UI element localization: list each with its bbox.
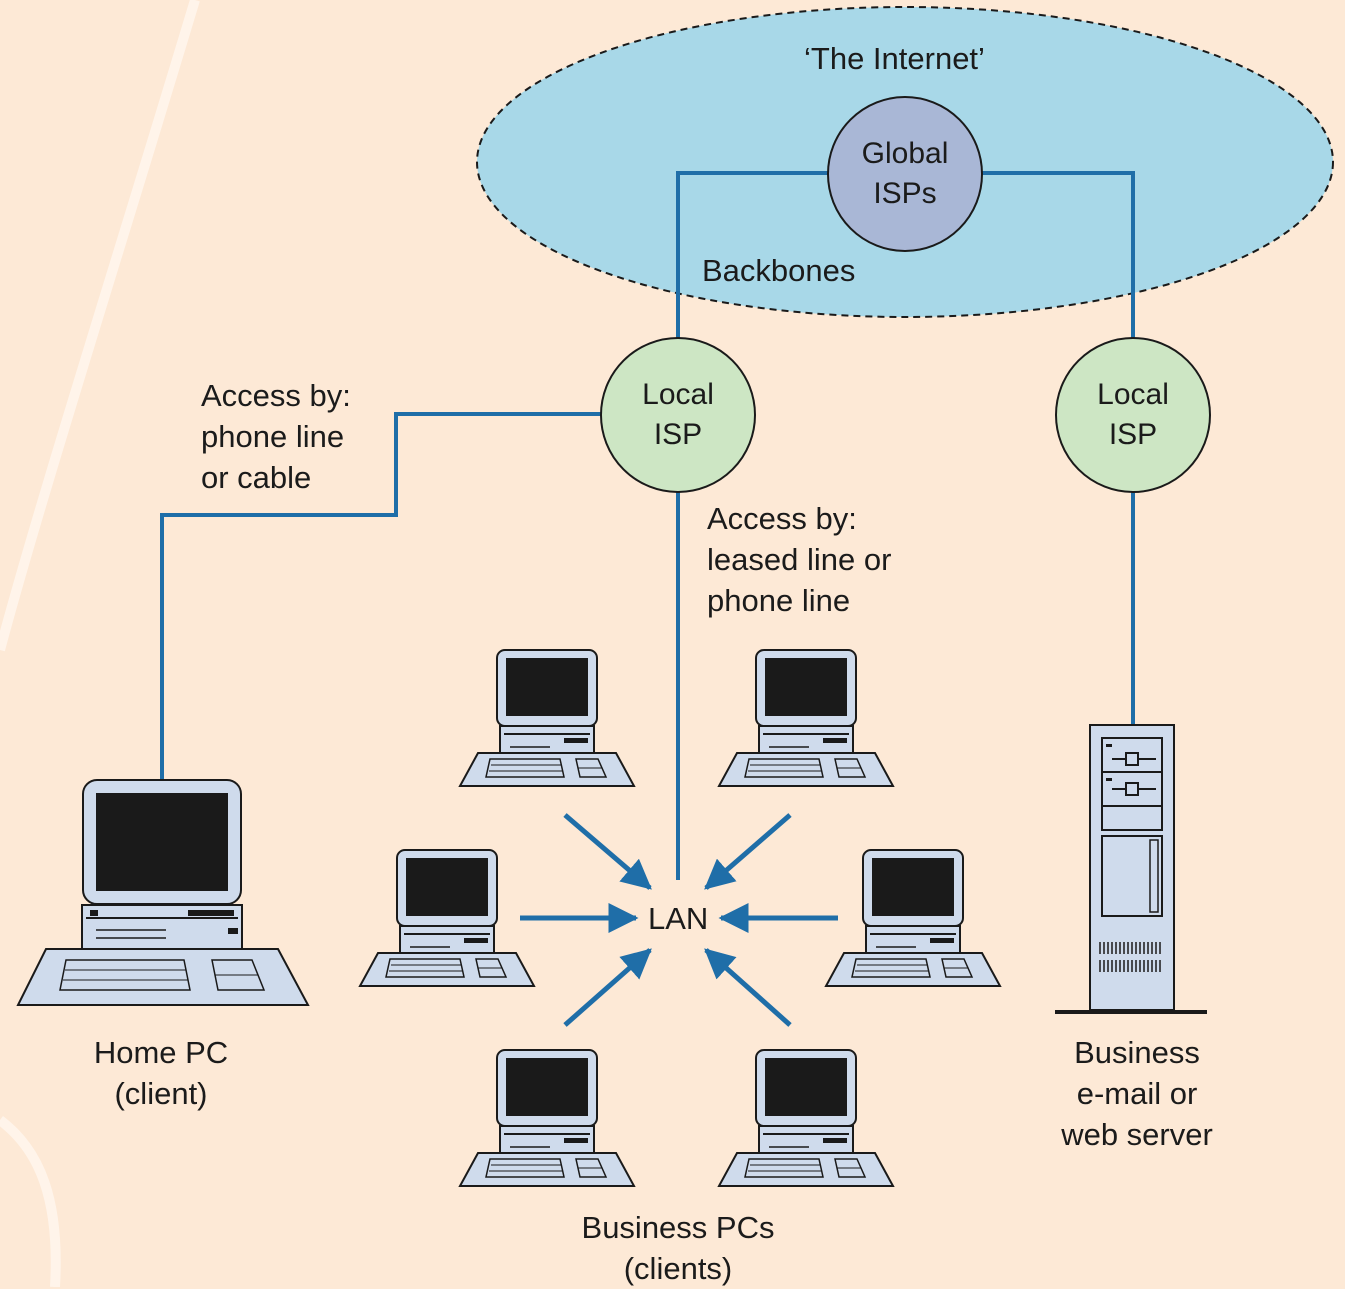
home-pc-icon [16,779,310,1006]
access-lan-label: Access by: leased line or phone line [707,501,892,618]
lan-arrows [520,813,838,1027]
background-curve [0,0,200,652]
local-isp-right-label: Local ISP [1097,378,1169,451]
business-pc-icon [459,1049,635,1187]
home-pc-label: Home PC (client) [93,1035,229,1111]
backbone-line-right [980,171,1135,340]
internet-label: ‘The Internet’ [804,41,985,76]
lan-arrow [563,813,652,890]
business-pcs-label: Business PCs (clients) [581,1210,775,1286]
access-home-label: Access by: phone line or cable [201,378,351,495]
global-isp-label: Global ISPs [861,137,949,210]
backbone-line-left [676,171,830,340]
lan-label: LAN [648,901,709,936]
background-curve [0,1116,61,1287]
business-pc-icon [359,849,535,987]
home-access-line [160,412,602,780]
connection-lines [160,171,1135,880]
server-icon [1055,724,1207,1014]
business-pc-icon [718,1049,894,1187]
business-pc-icon [825,849,1001,987]
local-isp-left-node [600,337,756,493]
global-isp-node [827,96,983,252]
lan-arrow [704,813,792,890]
lan-arrow [563,948,652,1027]
local-isp-right-node [1055,337,1211,493]
local-isp-left-label: Local ISP [642,378,714,451]
business-pc-icon [718,649,894,787]
backbones-label: Backbones [702,253,856,288]
server-label: Business e-mail or web server [1061,1035,1213,1152]
business-pc-icon [459,649,635,787]
lan-arrow [704,948,792,1027]
